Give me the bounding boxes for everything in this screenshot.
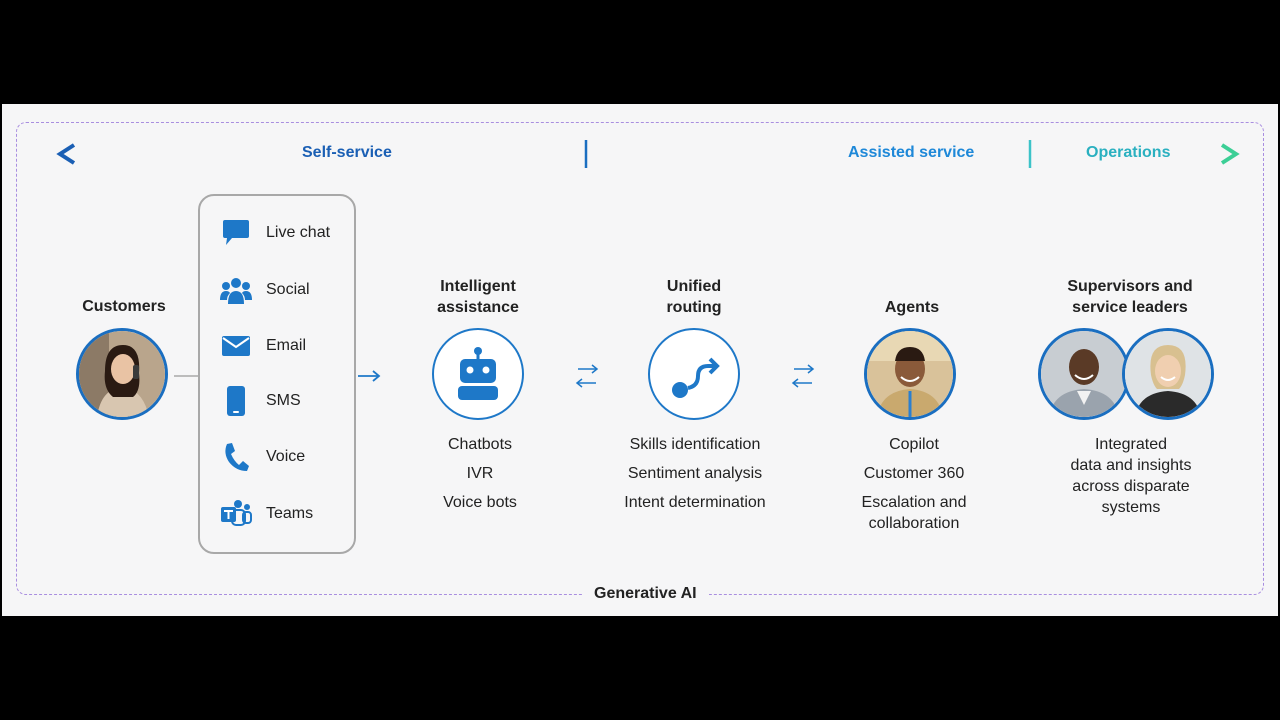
- supervisors-list: Integrated data and insights across disp…: [1070, 436, 1192, 516]
- right-arrowhead: [1220, 143, 1240, 165]
- chat-icon: [220, 218, 252, 248]
- intelligent-assistance-heading: Intelligent assistance: [437, 278, 519, 316]
- phone-device-icon: [220, 386, 252, 416]
- channels-arrow: [372, 370, 381, 382]
- call-icon: [220, 442, 252, 472]
- intelligent-assistance-list: Chatbots IVR Voice bots: [443, 436, 517, 511]
- assisted-service-label: Assisted service: [840, 144, 983, 162]
- agents-list: Copilot Customer 360 Escalation and coll…: [861, 436, 967, 532]
- intelligent-assistance-circle: [432, 328, 524, 420]
- channel-sms: SMS: [220, 386, 301, 416]
- people-icon: [220, 275, 252, 305]
- customers-heading: Customers: [82, 298, 166, 315]
- supervisor-avatar-1: [1038, 328, 1130, 420]
- channel-social: Social: [220, 275, 310, 305]
- channel-email: Email: [220, 331, 306, 361]
- mail-icon: [220, 331, 252, 361]
- generative-ai-label: Generative AI: [582, 585, 709, 603]
- channel-teams: Teams: [220, 499, 313, 529]
- unified-routing-heading: Unified routing: [666, 278, 722, 316]
- supervisor-avatar-2: [1122, 328, 1214, 420]
- supervisors-heading: Supervisors and service leaders: [1067, 278, 1193, 316]
- agent-avatar: [864, 328, 956, 420]
- left-arrowhead: [56, 143, 76, 165]
- teams-icon: [220, 499, 252, 529]
- bot-icon: [458, 347, 498, 400]
- channels-group: [198, 194, 356, 554]
- channel-live-chat: Live chat: [220, 218, 330, 248]
- bidirectional-arrow-2: [791, 364, 815, 388]
- self-service-label: Self-service: [294, 144, 400, 162]
- connector-lines: [56, 140, 1240, 388]
- diagram-panel: Generative AI Self-service Assisted serv…: [2, 104, 1278, 616]
- unified-routing-list: Skills identification Sentiment analysis…: [624, 436, 766, 511]
- customer-avatar: [76, 328, 168, 420]
- operations-label: Operations: [1078, 144, 1179, 162]
- agents-heading: Agents: [884, 299, 940, 316]
- bidirectional-arrow-1: [575, 364, 599, 388]
- route-icon: [672, 357, 720, 398]
- channel-voice: Voice: [220, 442, 305, 472]
- unified-routing-circle: [648, 328, 740, 420]
